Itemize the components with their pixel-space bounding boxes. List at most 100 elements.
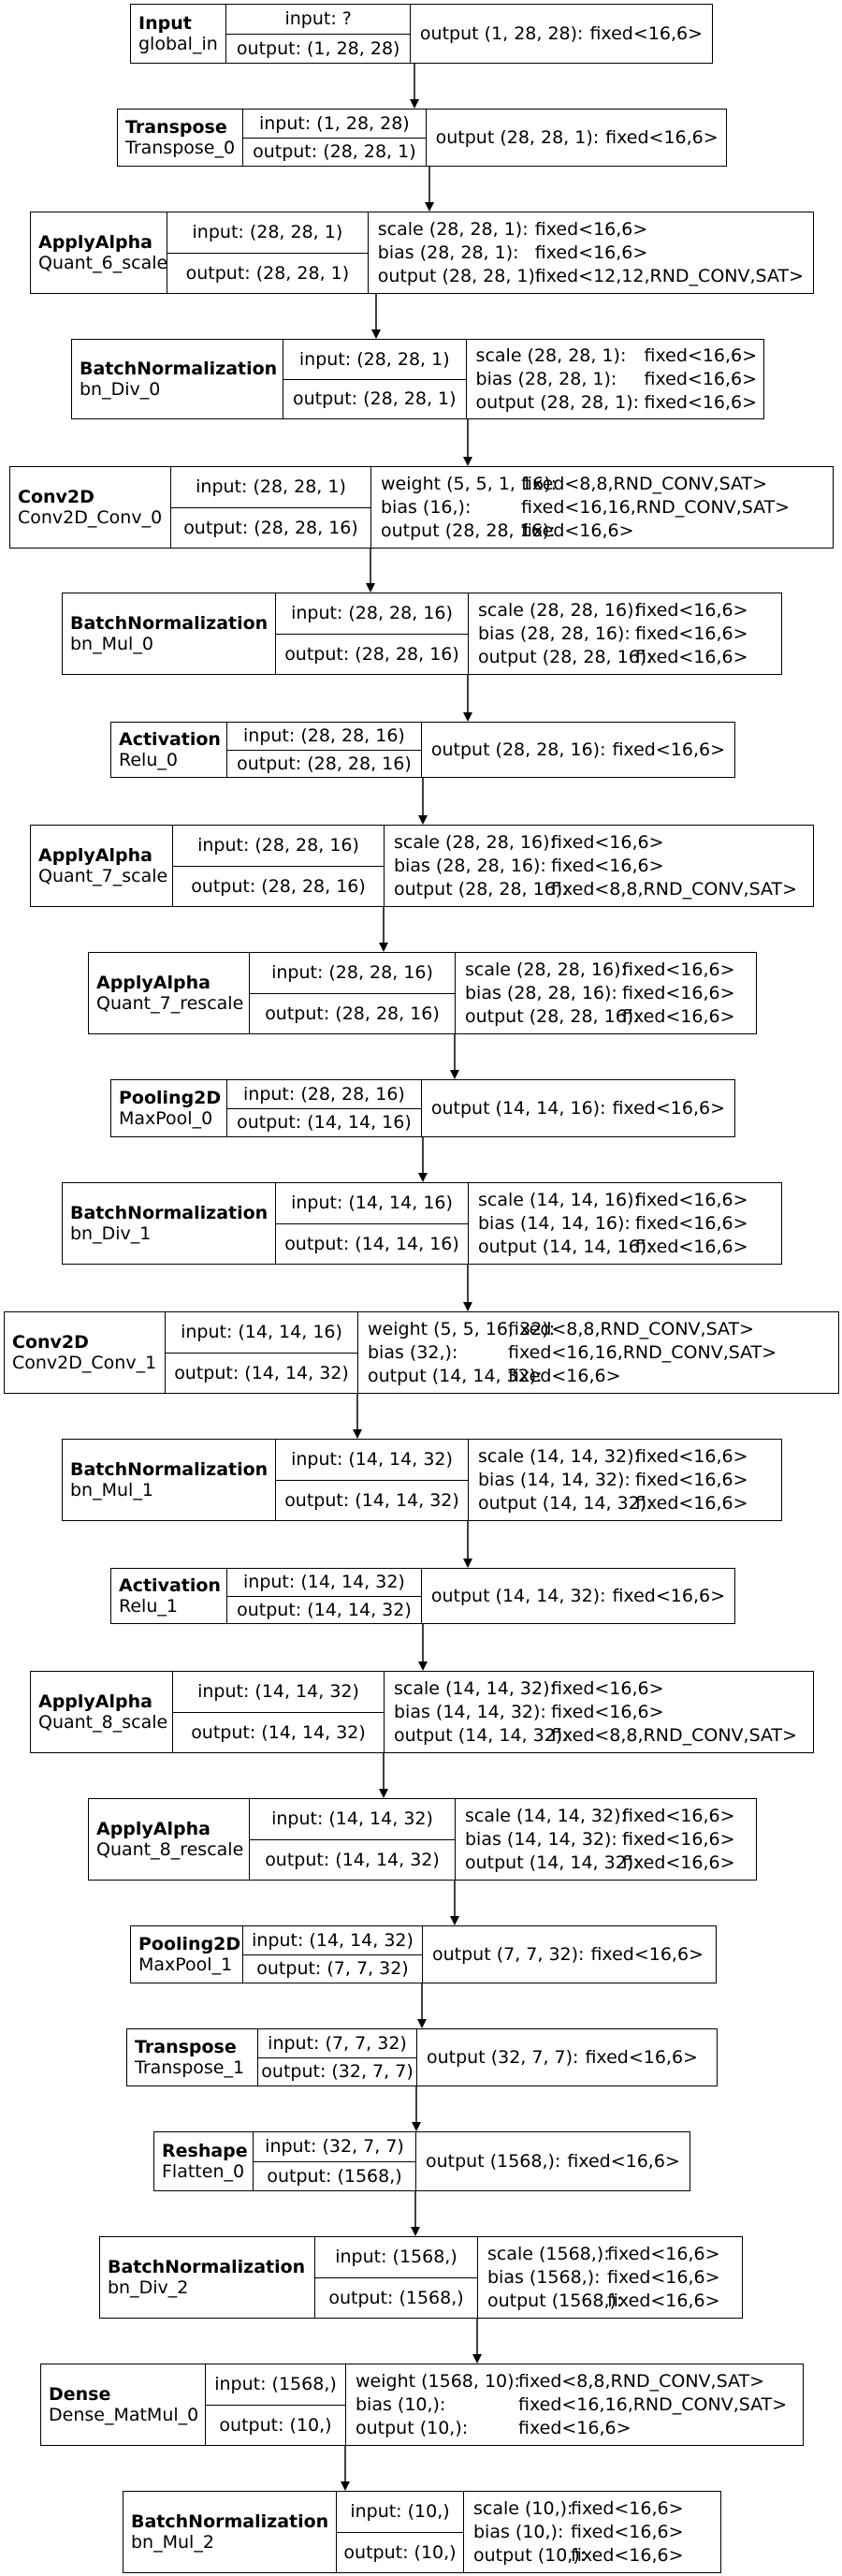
precision-row: scale (14, 14, 32):fixed<16,6>	[465, 1805, 747, 1828]
arrow-head-icon	[463, 712, 472, 722]
precision-value: fixed<16,6>	[605, 126, 719, 148]
output-shape: output: (28, 28, 1)	[167, 252, 368, 294]
precision-row: output (28, 28, 16):fixed<8,8,RND_CONV,S…	[394, 878, 804, 901]
arrow-head-icon	[371, 329, 381, 339]
precision-value: fixed<16,6>	[635, 1492, 748, 1514]
layer-instance-name: Conv2D_Conv_1	[12, 1353, 157, 1373]
precision-row: bias (10,):fixed<16,6>	[473, 2521, 711, 2544]
layer-shapes: input: (28, 28, 16)output: (28, 28, 16)	[276, 593, 469, 674]
layer-op-type: BatchNormalization	[80, 359, 278, 379]
layer-instance-name: Quant_8_scale	[38, 1712, 168, 1733]
layer-instance-name: Dense_MatMul_0	[49, 2405, 199, 2425]
precision-label: bias (16,):	[381, 496, 472, 518]
precision-value: fixed<16,6>	[644, 391, 758, 413]
precision-row: bias (10,):fixed<16,16,RND_CONV,SAT>	[356, 2393, 793, 2417]
layer-op-type: BatchNormalization	[70, 1203, 269, 1223]
layer-shapes: input: (1568,)output: (10,)	[206, 2364, 346, 2445]
layer-precision: scale (28, 28, 16):fixed<16,6>bias (28, …	[456, 953, 756, 1033]
input-shape: input: (28, 28, 16)	[243, 725, 405, 747]
input-shape: input: (28, 28, 16)	[197, 835, 359, 856]
precision-value: fixed<16,6>	[607, 2290, 720, 2311]
layer-shapes: input: ?output: (1, 28, 28)	[226, 5, 411, 63]
precision-label: scale (28, 28, 16):	[478, 599, 640, 621]
layer-op-type: Transpose	[135, 2037, 237, 2057]
precision-label: output (1568,):	[426, 2150, 561, 2172]
layer-instance-name: bn_Mul_2	[131, 2532, 214, 2553]
output-shape: output: (14, 14, 16)	[227, 1107, 421, 1137]
precision-row: output (28, 28, 16):fixed<16,6>	[478, 646, 772, 669]
arrow-head-icon	[412, 2122, 421, 2131]
precision-label: bias (28, 28, 16):	[394, 855, 546, 876]
precision-row: output (28, 28, 16):fixed<16,6>	[465, 1005, 747, 1029]
precision-row: bias (14, 14, 32):fixed<16,6>	[394, 1701, 804, 1724]
precision-label: scale (14, 14, 32):	[465, 1805, 627, 1826]
arrow-head-icon	[417, 2019, 427, 2028]
layer-shapes: input: (14, 14, 32)output: (14, 14, 32)	[250, 1799, 456, 1880]
layer-shapes: input: (14, 14, 32)output: (14, 14, 32)	[227, 1569, 422, 1623]
precision-label: bias (28, 28, 1):	[475, 368, 617, 389]
layer-precision: scale (28, 28, 1):fixed<16,6>bias (28, 2…	[369, 212, 813, 293]
layer-shapes: input: (28, 28, 16)output: (28, 28, 16)	[173, 826, 385, 906]
precision-label: output (28, 28, 1):	[435, 126, 600, 148]
output-shape: output: (1568,)	[315, 2276, 477, 2319]
arrow-head-icon	[418, 1661, 428, 1671]
precision-value: fixed<16,6>	[635, 1236, 748, 1257]
precision-label: scale (28, 28, 1):	[475, 344, 627, 366]
layer-shapes: input: (14, 14, 32)output: (7, 7, 32)	[243, 1926, 423, 1983]
precision-label: output (14, 14, 32):	[394, 1724, 569, 1746]
precision-row: output (1568,):fixed<16,6>	[487, 2290, 733, 2313]
layer-instance-name: Transpose_1	[135, 2057, 245, 2078]
precision-label: weight (5, 5, 1, 16):	[381, 473, 558, 494]
precision-value: fixed<16,6>	[589, 22, 703, 44]
precision-row: output (7, 7, 32):fixed<16,6>	[432, 1943, 706, 1967]
layer-precision: output (14, 14, 16):fixed<16,6>	[422, 1080, 734, 1136]
precision-value: fixed<16,6>	[622, 959, 735, 980]
output-shape: output: (28, 28, 16)	[171, 506, 370, 549]
output-shape: output: (28, 28, 16)	[250, 992, 455, 1034]
precision-value: fixed<16,16,RND_CONV,SAT>	[508, 1341, 777, 1363]
precision-value: fixed<16,6>	[508, 1365, 621, 1386]
precision-row: output (14, 14, 32):fixed<16,6>	[368, 1365, 829, 1388]
precision-value: fixed<8,8,RND_CONV,SAT>	[551, 878, 798, 900]
arrow-head-icon	[463, 1302, 472, 1311]
precision-label: bias (14, 14, 32):	[394, 1701, 546, 1722]
output-shape: output: (28, 28, 16)	[227, 749, 421, 778]
precision-value: fixed<16,6>	[607, 2243, 720, 2264]
precision-value: fixed<16,6>	[590, 1943, 704, 1965]
precision-label: scale (28, 28, 16):	[394, 831, 556, 853]
precision-row: scale (14, 14, 32):fixed<16,6>	[394, 1677, 804, 1701]
precision-value: fixed<16,6>	[622, 1005, 735, 1027]
precision-value: fixed<16,6>	[644, 368, 758, 389]
layer-op-type: ApplyAlpha	[96, 973, 210, 993]
precision-value: fixed<16,6>	[635, 1212, 748, 1234]
arrow-head-icon	[341, 2481, 350, 2491]
input-shape: input: (14, 14, 32)	[271, 1808, 433, 1830]
arrow-head-icon	[366, 583, 375, 593]
precision-label: bias (28, 28, 16):	[478, 622, 631, 644]
precision-label: output (32, 7, 7):	[427, 2046, 579, 2068]
layer-shapes: input: (28, 28, 16)output: (14, 14, 16)	[227, 1080, 422, 1136]
precision-row: output (14, 14, 16):fixed<16,6>	[478, 1236, 772, 1259]
arrow-head-icon	[410, 99, 419, 109]
input-shape: input: (14, 14, 16)	[181, 1322, 342, 1343]
layer-precision: output (1, 28, 28):fixed<16,6>	[411, 5, 712, 63]
layer-precision: scale (28, 28, 16):fixed<16,6>bias (28, …	[469, 593, 781, 674]
precision-row: bias (14, 14, 32):fixed<16,6>	[465, 1828, 747, 1852]
layer-shapes: input: (32, 7, 7)output: (1568,)	[254, 2132, 416, 2190]
layer-shapes: input: (1568,)output: (1568,)	[315, 2237, 478, 2318]
precision-value: fixed<16,6>	[622, 1828, 735, 1850]
